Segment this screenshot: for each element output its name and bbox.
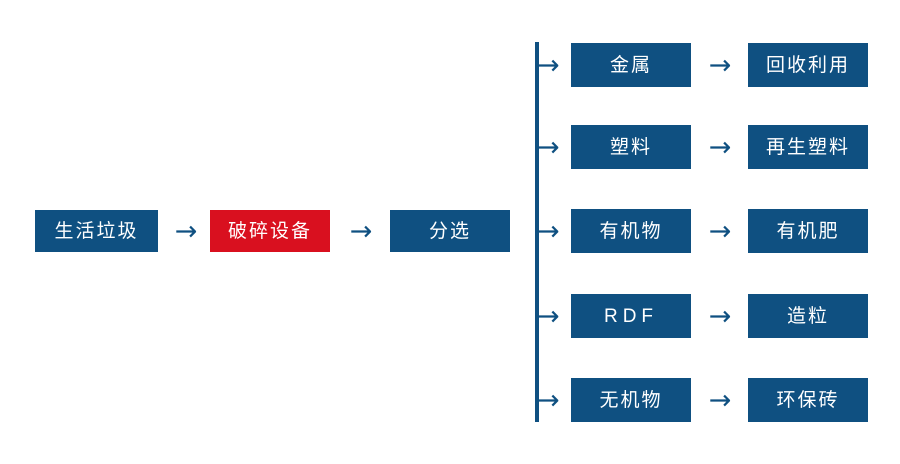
node-crushing-equipment[interactable]: 破碎设备 [210,210,330,252]
node-branch-output-1[interactable]: 回收利用 [748,43,868,87]
node-label: 塑料 [609,136,652,158]
node-label: 有机肥 [776,220,840,242]
branch-arrow-1: → [537,43,571,87]
arrow-right-icon: → [174,215,198,247]
arrow-branch-5: → [695,378,745,422]
node-label: RDF [603,305,659,327]
node-label: 再生塑料 [765,136,850,158]
node-label: 回收利用 [765,54,850,76]
arrow-right-icon: → [537,300,560,332]
arrow-right-icon: → [349,215,373,247]
arrow-right-icon: → [537,49,560,81]
arrow-right-icon: → [537,131,560,163]
arrow-right-icon: → [708,131,732,163]
node-label: 无机物 [599,389,663,411]
node-branch-input-1[interactable]: 金属 [571,43,691,87]
node-branch-input-2[interactable]: 塑料 [571,125,691,169]
node-label: 造粒 [786,305,829,327]
node-branch-output-5[interactable]: 环保砖 [748,378,868,422]
arrow-right-icon: → [708,384,732,416]
arrow-crusher-to-sorting: → [340,210,382,252]
node-label: 生活垃圾 [54,220,139,242]
node-label: 破碎设备 [227,220,312,242]
arrow-right-icon: → [708,49,732,81]
node-domestic-waste[interactable]: 生活垃圾 [35,210,158,252]
splitter-bus-line [535,42,539,422]
node-branch-input-5[interactable]: 无机物 [571,378,691,422]
node-label: 金属 [609,54,652,76]
node-branch-output-2[interactable]: 再生塑料 [748,125,868,169]
node-branch-output-4[interactable]: 造粒 [748,294,868,338]
arrow-branch-4: → [695,294,745,338]
arrow-right-icon: → [537,384,560,416]
branch-arrow-2: → [537,125,571,169]
node-branch-output-3[interactable]: 有机肥 [748,209,868,253]
arrow-waste-to-crusher: → [166,210,206,252]
node-branch-input-3[interactable]: 有机物 [571,209,691,253]
branch-arrow-4: → [537,294,571,338]
node-label: 有机物 [599,220,663,242]
node-branch-input-4[interactable]: RDF [571,294,691,338]
node-label: 分选 [428,220,471,242]
branch-arrow-5: → [537,378,571,422]
arrow-right-icon: → [708,300,732,332]
arrow-branch-2: → [695,125,745,169]
arrow-branch-3: → [695,209,745,253]
arrow-right-icon: → [537,215,560,247]
branch-arrow-3: → [537,209,571,253]
arrow-branch-1: → [695,43,745,87]
node-sorting[interactable]: 分选 [390,210,510,252]
arrow-right-icon: → [708,215,732,247]
node-label: 环保砖 [776,389,840,411]
